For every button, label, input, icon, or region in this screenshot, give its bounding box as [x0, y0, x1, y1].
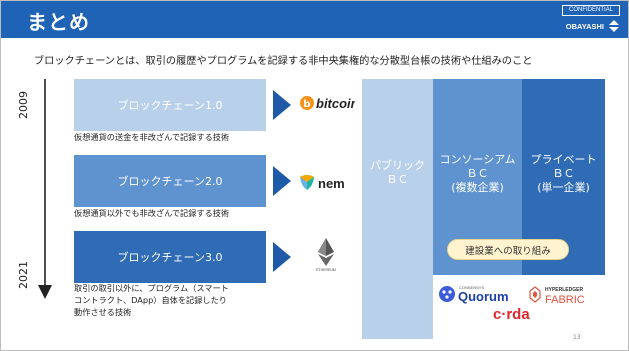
- page-title: まとめ: [27, 10, 90, 34]
- consensys-text: CONSENSYS: [459, 285, 484, 290]
- column-label: ＢＣ: [466, 167, 489, 180]
- confidential-badge: CONFIDENTIAL: [562, 5, 620, 16]
- era-label: ブロックチェーン3.0: [117, 251, 223, 264]
- era-desc: 仮想通貨以外でも非改ざんで記録する技術: [74, 207, 229, 219]
- ethereum-wordmark: ETHEREUM: [316, 268, 336, 272]
- column-label: ＢＣ: [552, 167, 575, 180]
- hyperledger-text: HYPERLEDGER: [545, 287, 583, 293]
- svg-text:b: b: [303, 99, 310, 110]
- timeline-start-year: 2009: [17, 91, 30, 119]
- era-desc: 取引の取引以外に、プログラム（スマート コントラクト、DApp）自体を記録したり…: [74, 282, 229, 318]
- page-number: 13: [573, 334, 581, 341]
- nem-logo: nem: [299, 173, 355, 197]
- era-desc-line: 仮想通貨の送金を非改ざんで記録する技術: [74, 132, 230, 142]
- era-bc1: ブロックチェーン1.0: [74, 79, 266, 131]
- column-label: コンソーシアム: [439, 153, 516, 166]
- column-label: プライベート: [530, 153, 597, 166]
- bitcoin-wordmark: bitcoin: [316, 96, 355, 111]
- brand-name: OBAYASHI: [565, 22, 604, 31]
- chevron-right-icon: [273, 166, 291, 196]
- ethereum-icon: ETHEREUM: [316, 238, 336, 272]
- bitcoin-logo: b bitcoin: [299, 93, 359, 117]
- era-desc-line: コントラクト、DApp）自体を記録したり: [74, 295, 227, 305]
- construction-initiatives-callout: 建設業への取り組み: [447, 239, 569, 260]
- corda-logo: c·rda: [493, 306, 530, 323]
- fabric-wordmark: FABRIC: [545, 294, 585, 306]
- quorum-icon: [439, 286, 455, 302]
- column-public-bc: パブリック ＢＣ: [362, 79, 433, 339]
- timeline-arrow: [38, 79, 52, 299]
- era-desc-line: 取引の取引以外に、プログラム（スマート: [74, 283, 229, 293]
- nem-wordmark: nem: [318, 176, 345, 191]
- column-label: (複数企業): [451, 181, 504, 194]
- definition-text: ブロックチェーンとは、取引の履歴やプログラムを記録する非中央集権的な分散型台帳の…: [34, 56, 533, 67]
- ethereum-logo: ETHEREUM: [313, 237, 339, 277]
- era-bc3: ブロックチェーン3.0: [74, 231, 266, 283]
- quorum-wordmark: Quorum: [458, 289, 509, 304]
- bitcoin-icon: b bitcoin: [300, 96, 359, 111]
- obayashi-logo-icon: [609, 20, 619, 32]
- quorum-logo: CONSENSYS Quorum: [439, 285, 509, 304]
- era-bc2: ブロックチェーン2.0: [74, 155, 266, 207]
- era-desc-line: 仮想通貨以外でも非改ざんで記録する技術: [74, 208, 230, 218]
- hyperledger-icon: [529, 286, 541, 303]
- hyperledger-fabric-logo: HYPERLEDGER FABRIC: [529, 286, 585, 306]
- column-label: (単一企業): [537, 181, 590, 194]
- timeline: 2009 2021: [17, 79, 61, 301]
- partner-logos-area: [433, 275, 608, 339]
- nem-icon: nem: [300, 175, 345, 191]
- header-bar: まとめ CONFIDENTIAL OBAYASHI: [1, 1, 628, 38]
- era-label: ブロックチェーン1.0: [117, 99, 223, 112]
- era-label: ブロックチェーン2.0: [117, 175, 223, 188]
- column-label: ＢＣ: [386, 173, 409, 186]
- column-label: パブリック: [370, 159, 425, 172]
- era-desc: 仮想通貨の送金を非改ざんで記録する技術: [74, 131, 229, 143]
- chevron-right-icon: [273, 90, 291, 120]
- timeline-end-year: 2021: [17, 261, 30, 289]
- era-desc-line: 動作させる技術: [74, 307, 132, 317]
- chevron-right-icon: [273, 242, 291, 272]
